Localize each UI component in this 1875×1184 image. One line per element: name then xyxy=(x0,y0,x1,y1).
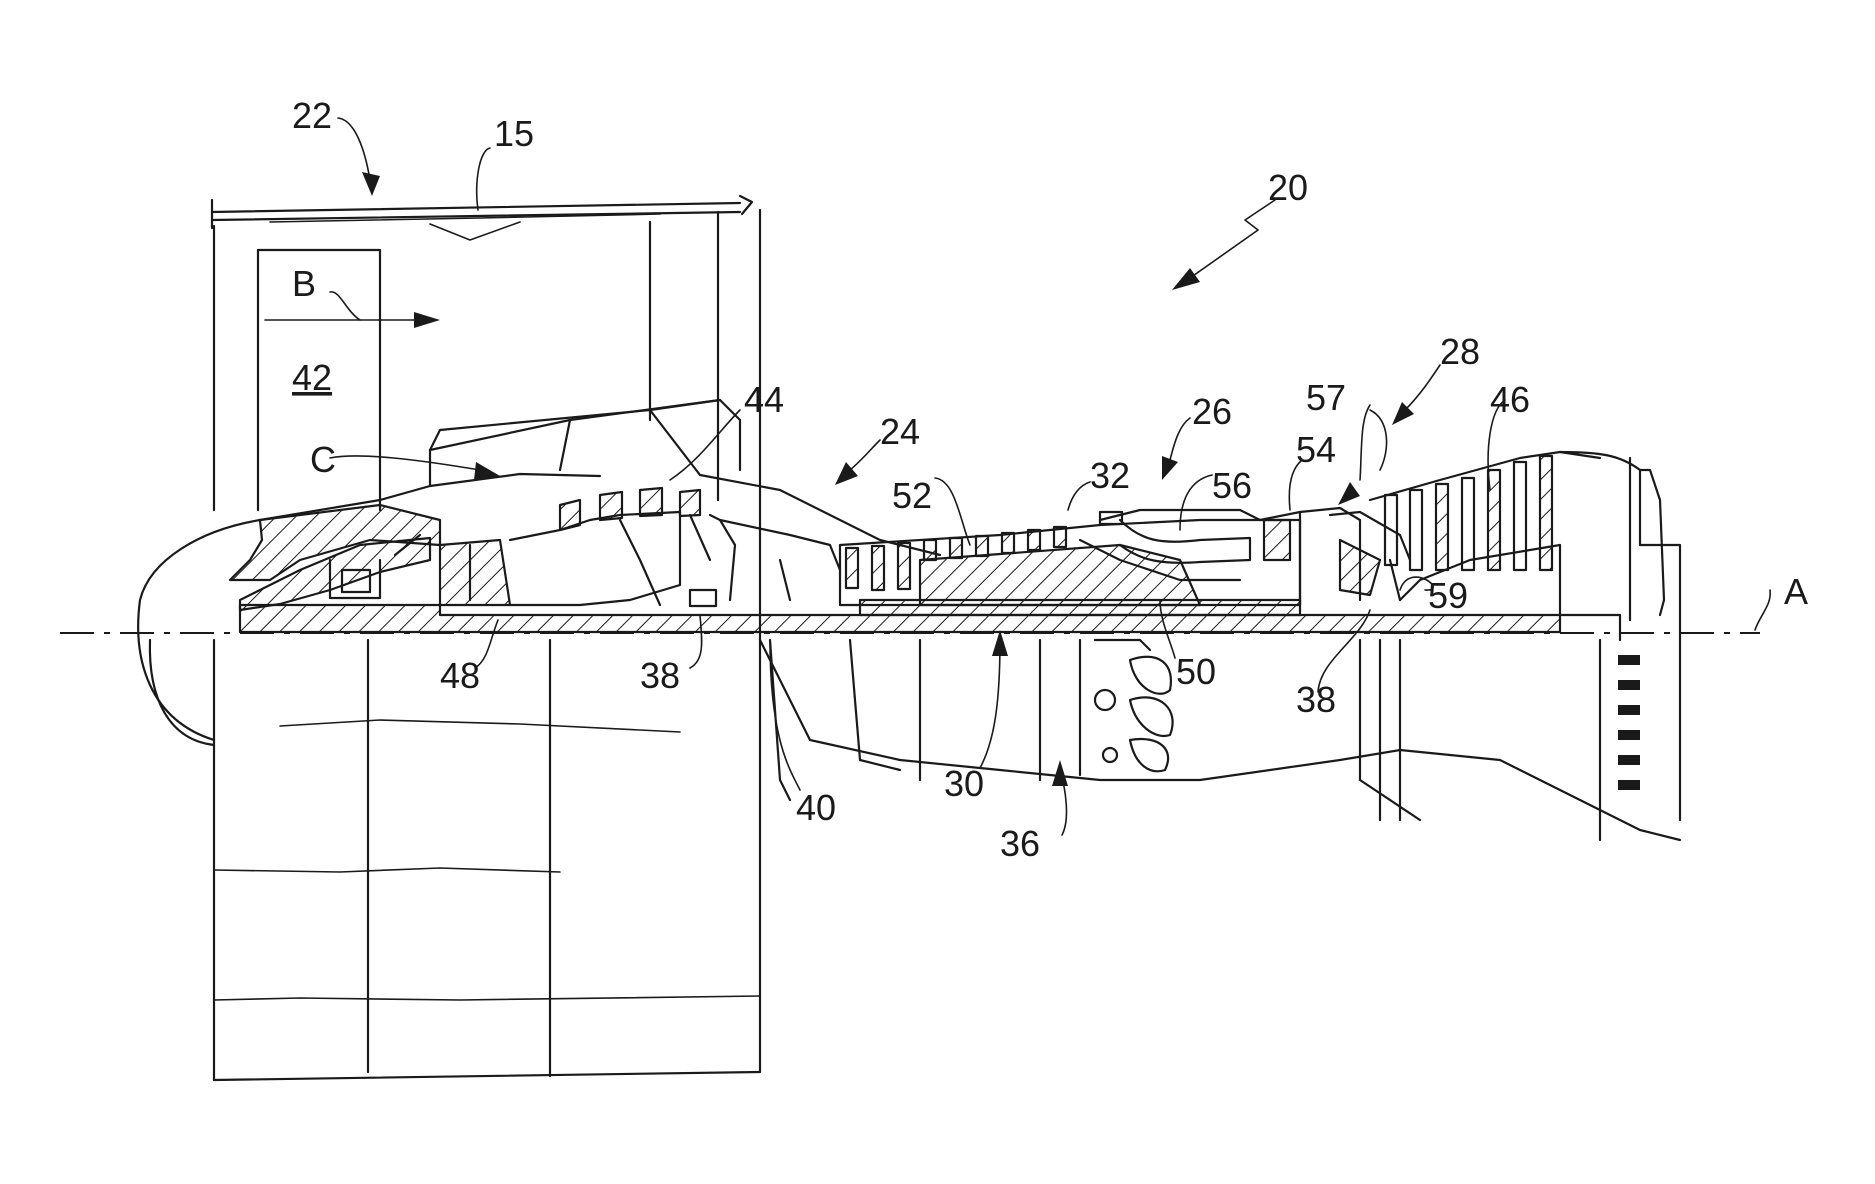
low-pressure-compressor xyxy=(510,488,735,606)
label-56: 56 xyxy=(1212,465,1252,506)
label-26: 26 xyxy=(1192,391,1232,432)
exhaust-section xyxy=(1560,452,1680,840)
label-22: 22 xyxy=(292,95,332,136)
label-15: 15 xyxy=(494,113,534,154)
fan-case xyxy=(212,196,760,1080)
label-46: 46 xyxy=(1490,379,1530,420)
label-20: 20 xyxy=(1268,167,1308,208)
label-28: 28 xyxy=(1440,331,1480,372)
reference-labels: 22 15 20 B 42 C 44 24 52 32 26 56 54 57 … xyxy=(292,95,1808,864)
label-a: A xyxy=(1784,571,1808,612)
label-54: 54 xyxy=(1296,429,1336,470)
accessory-gearbox xyxy=(1095,640,1173,771)
label-50: 50 xyxy=(1176,651,1216,692)
label-52: 52 xyxy=(892,475,932,516)
core-lower-casing xyxy=(760,640,1680,840)
label-57: 57 xyxy=(1306,377,1346,418)
label-59: 59 xyxy=(1428,575,1468,616)
label-30: 30 xyxy=(944,763,984,804)
label-38-right: 38 xyxy=(1296,679,1336,720)
label-40: 40 xyxy=(796,787,836,828)
label-c: C xyxy=(310,439,336,480)
exhaust-vent-slots xyxy=(1618,655,1640,790)
label-b: B xyxy=(292,263,316,304)
label-32: 32 xyxy=(1090,455,1130,496)
label-36: 36 xyxy=(1000,823,1040,864)
high-pressure-compressor xyxy=(840,520,1300,615)
label-42: 42 xyxy=(292,357,332,398)
low-pressure-turbine xyxy=(1370,452,1600,615)
label-24: 24 xyxy=(880,411,920,452)
label-44: 44 xyxy=(744,379,784,420)
label-38-left: 38 xyxy=(640,655,680,696)
label-48: 48 xyxy=(440,655,480,696)
